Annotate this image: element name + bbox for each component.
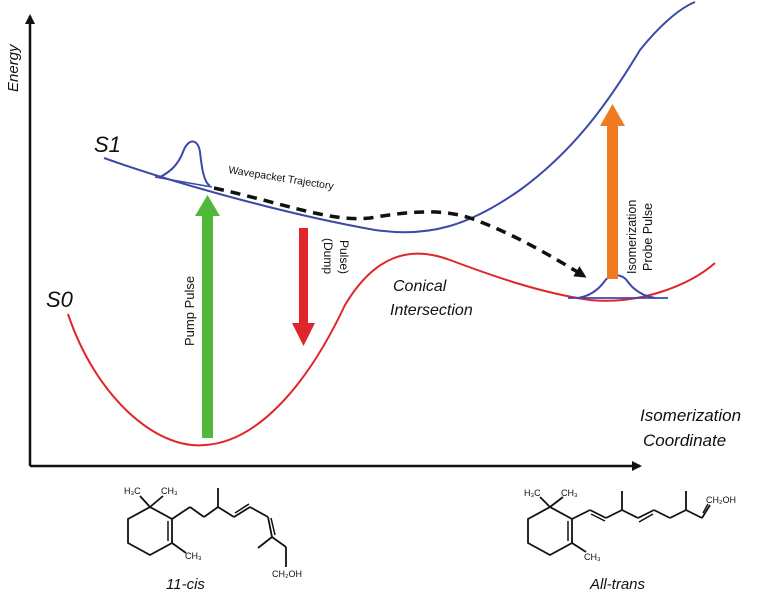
probe-pulse-shaft — [607, 124, 618, 279]
cis-name: 11-cis — [166, 576, 205, 593]
dump-pulse-shaft — [299, 228, 308, 326]
s1-wavepacket — [159, 140, 211, 187]
s1-wavepacket-base — [154, 176, 213, 188]
trans-name: All-trans — [589, 576, 646, 593]
trans-ch3-top-label: CH₃ — [561, 488, 578, 498]
x-axis-label-line1: Isomerization — [640, 406, 741, 425]
x-axis-label-line2: Coordinate — [643, 431, 726, 450]
pump-pulse-shaft — [202, 214, 213, 438]
pump-pulse-head — [195, 195, 220, 216]
trans-retinal-structure — [527, 491, 711, 557]
cis-h3c-label: H₃C — [124, 486, 141, 496]
dump-pulse-head — [292, 323, 315, 346]
cis-retinal-structure — [127, 488, 287, 567]
s0-label: S0 — [46, 287, 74, 312]
cis-ch2oh-label: CH₂OH — [272, 569, 302, 579]
s1-label: S1 — [94, 132, 121, 157]
s1-curve — [103, 1, 696, 234]
conical-intersection-label-line2: Intersection — [390, 302, 473, 319]
dump-pulse-label-line2: Pulse) — [337, 240, 351, 274]
probe-pulse-label-line2: Probe Pulse — [641, 203, 655, 271]
conical-intersection-label-line1: Conical — [393, 278, 447, 295]
wavepacket-trajectory-label: Wavepacket Trajectory — [228, 164, 336, 193]
probe-pulse-label-line1: Isomerization — [625, 200, 639, 274]
probe-pulse-head — [600, 104, 625, 126]
trans-ch2oh-label: CH₂OH — [706, 495, 736, 505]
cis-ch3-ring-label: CH₃ — [185, 551, 202, 561]
cis-ch3-top-label: CH₃ — [161, 486, 178, 496]
dump-pulse-label-line1: (Dump — [321, 238, 335, 274]
y-axis-label: Energy — [5, 43, 22, 92]
pump-pulse-label: Pump Pulse — [182, 276, 197, 346]
trans-ch3-ring-label: CH₃ — [584, 552, 601, 562]
s0-curve — [67, 252, 716, 447]
trans-h3c-label: H₃C — [524, 488, 541, 498]
wavepacket-trajectory-arrow — [213, 186, 587, 278]
